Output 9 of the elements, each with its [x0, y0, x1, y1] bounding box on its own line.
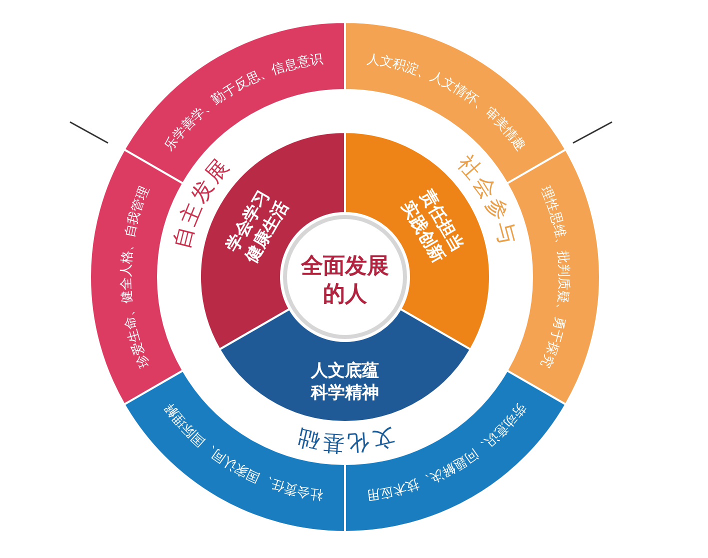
segment-label: 乐学善学、勤于反思、信息意识: [162, 52, 324, 154]
segment-label: 珍爱生命、健全人格、自我管理: [118, 184, 153, 370]
pie-sector: [218, 308, 472, 423]
segment-label: 人文积淀、人文情怀、审美情趣: [366, 52, 528, 154]
segment-label: 理性思维、批判质疑、勇于探究: [537, 184, 572, 370]
sector-label: 责任担当实践创新: [397, 186, 468, 266]
center-label: 全面发展的人: [301, 254, 389, 307]
sector-label: 学会学习健康生活: [222, 186, 293, 266]
sector-label: 人文底蕴科学精神: [311, 361, 379, 403]
